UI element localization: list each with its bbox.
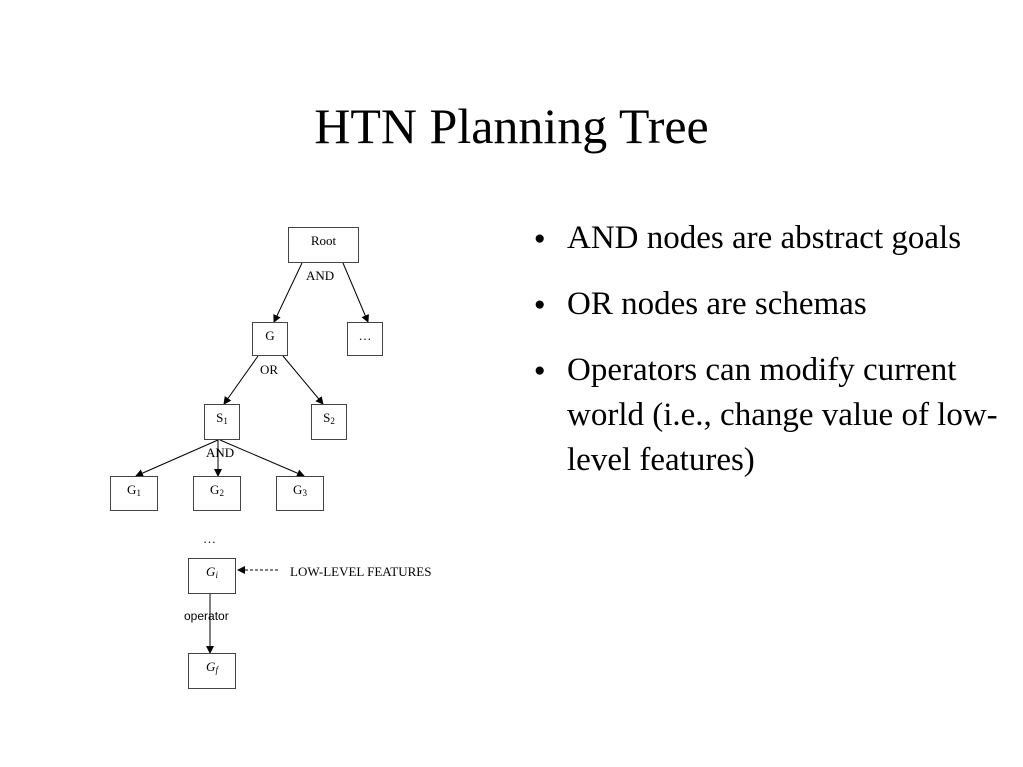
node-s1: S1 bbox=[204, 404, 240, 440]
node-g2: G2 bbox=[193, 476, 241, 511]
bullet-text: AND nodes are abstract goals bbox=[567, 220, 962, 256]
edge-root-ellipsis bbox=[342, 262, 369, 323]
node-gi-sub: i bbox=[215, 570, 218, 580]
label-operator: operator bbox=[184, 609, 229, 623]
bullet-item: ● AND nodes are abstract goals bbox=[532, 216, 1012, 261]
edge-g-s1 bbox=[223, 355, 259, 405]
node-g3-sub: 3 bbox=[302, 488, 307, 498]
edge-s1-g3 bbox=[219, 439, 305, 477]
node-g1-sub: 1 bbox=[136, 488, 141, 498]
bullet-dot-icon: ● bbox=[534, 360, 546, 381]
bullet-dot-icon: ● bbox=[534, 228, 546, 249]
edge-s1-g1 bbox=[135, 439, 219, 477]
edge-root-g bbox=[273, 262, 303, 323]
node-ellipsis: … bbox=[347, 322, 383, 356]
node-ellipsis-label: … bbox=[358, 328, 372, 343]
node-g1-label: G bbox=[127, 482, 137, 497]
bullet-dot-icon: ● bbox=[534, 294, 546, 315]
node-g1: G1 bbox=[110, 476, 158, 511]
bullet-text: OR nodes are schemas bbox=[567, 286, 867, 322]
label-ellipsis: … bbox=[203, 531, 216, 546]
label-and-top: AND bbox=[306, 268, 335, 283]
label-and-bottom: AND bbox=[206, 445, 235, 460]
node-g2-label: G bbox=[210, 482, 220, 497]
label-or: OR bbox=[260, 362, 279, 377]
bullet-list: ● AND nodes are abstract goals ● OR node… bbox=[532, 216, 1012, 504]
node-gf: Gf bbox=[188, 653, 236, 689]
node-g3-label: G bbox=[293, 482, 303, 497]
slide-title: HTN Planning Tree bbox=[314, 98, 709, 154]
node-g2-sub: 2 bbox=[219, 488, 224, 498]
node-gi: Gi bbox=[188, 558, 236, 594]
node-s1-sub: 1 bbox=[223, 416, 228, 426]
node-root: Root bbox=[288, 227, 359, 263]
bullet-item: ● Operators can modify current world (i.… bbox=[532, 348, 1012, 483]
label-low-level-features: LOW-LEVEL FEATURES bbox=[290, 564, 432, 579]
node-gf-sub: f bbox=[215, 665, 218, 675]
node-root-label: Root bbox=[310, 233, 337, 248]
node-s1-label: S bbox=[216, 410, 224, 425]
node-gf-label: G bbox=[206, 659, 216, 674]
node-s2: S2 bbox=[311, 404, 347, 440]
node-gi-label: G bbox=[206, 564, 216, 579]
edge-g-s2 bbox=[282, 355, 324, 405]
node-g-label: G bbox=[265, 328, 275, 343]
bullet-item: ● OR nodes are schemas bbox=[532, 282, 1012, 327]
node-s2-sub: 2 bbox=[330, 416, 335, 426]
node-g3: G3 bbox=[276, 476, 324, 511]
node-g: G bbox=[252, 322, 288, 356]
node-s2-label: S bbox=[323, 410, 331, 425]
bullet-text: Operators can modify current world (i.e.… bbox=[567, 352, 998, 478]
